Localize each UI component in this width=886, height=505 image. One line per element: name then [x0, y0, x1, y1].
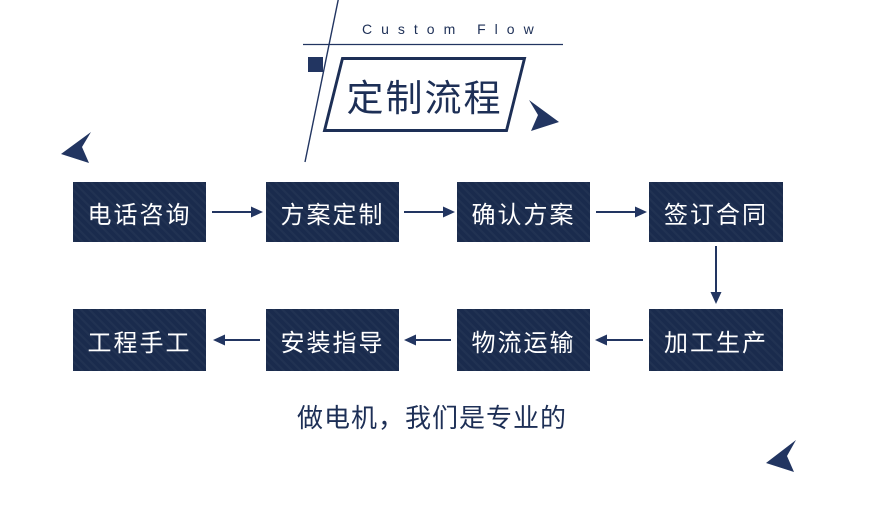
- section-subtitle-en: Custom Flow: [362, 21, 543, 37]
- slogan-text: 做电机，我们是专业的: [297, 403, 568, 433]
- dart-right-icon: [529, 100, 559, 131]
- flow-step-engineering-handwork: 工程手工: [73, 309, 206, 371]
- flow-step-phone-consultation: 电话咨询: [73, 182, 206, 242]
- flow-step-contract-signing: 签订合同: [649, 182, 783, 242]
- flow-arrow-right-icon: [596, 206, 647, 218]
- flow-arrow-left-icon: [595, 334, 643, 346]
- flow-arrow-left-icon: [404, 334, 451, 346]
- flow-arrow-left-icon: [213, 334, 260, 346]
- flow-step-logistics-transport: 物流运输: [457, 309, 590, 371]
- dart-left-icon: [61, 132, 91, 163]
- flow-arrow-right-icon: [404, 206, 455, 218]
- flow-step-processing-production: 加工生产: [649, 309, 783, 371]
- flow-step-plan-confirmation: 确认方案: [457, 182, 590, 242]
- flow-step-installation-guidance: 安装指导: [266, 309, 399, 371]
- flow-step-plan-customization: 方案定制: [266, 182, 399, 242]
- section-title: 定制流程: [346, 77, 503, 119]
- flow-arrow-right-icon: [212, 206, 263, 218]
- flow-arrow-down-icon: [710, 246, 722, 304]
- dart-bottom-right-icon: [766, 440, 796, 472]
- square-bullet-icon: [308, 57, 323, 72]
